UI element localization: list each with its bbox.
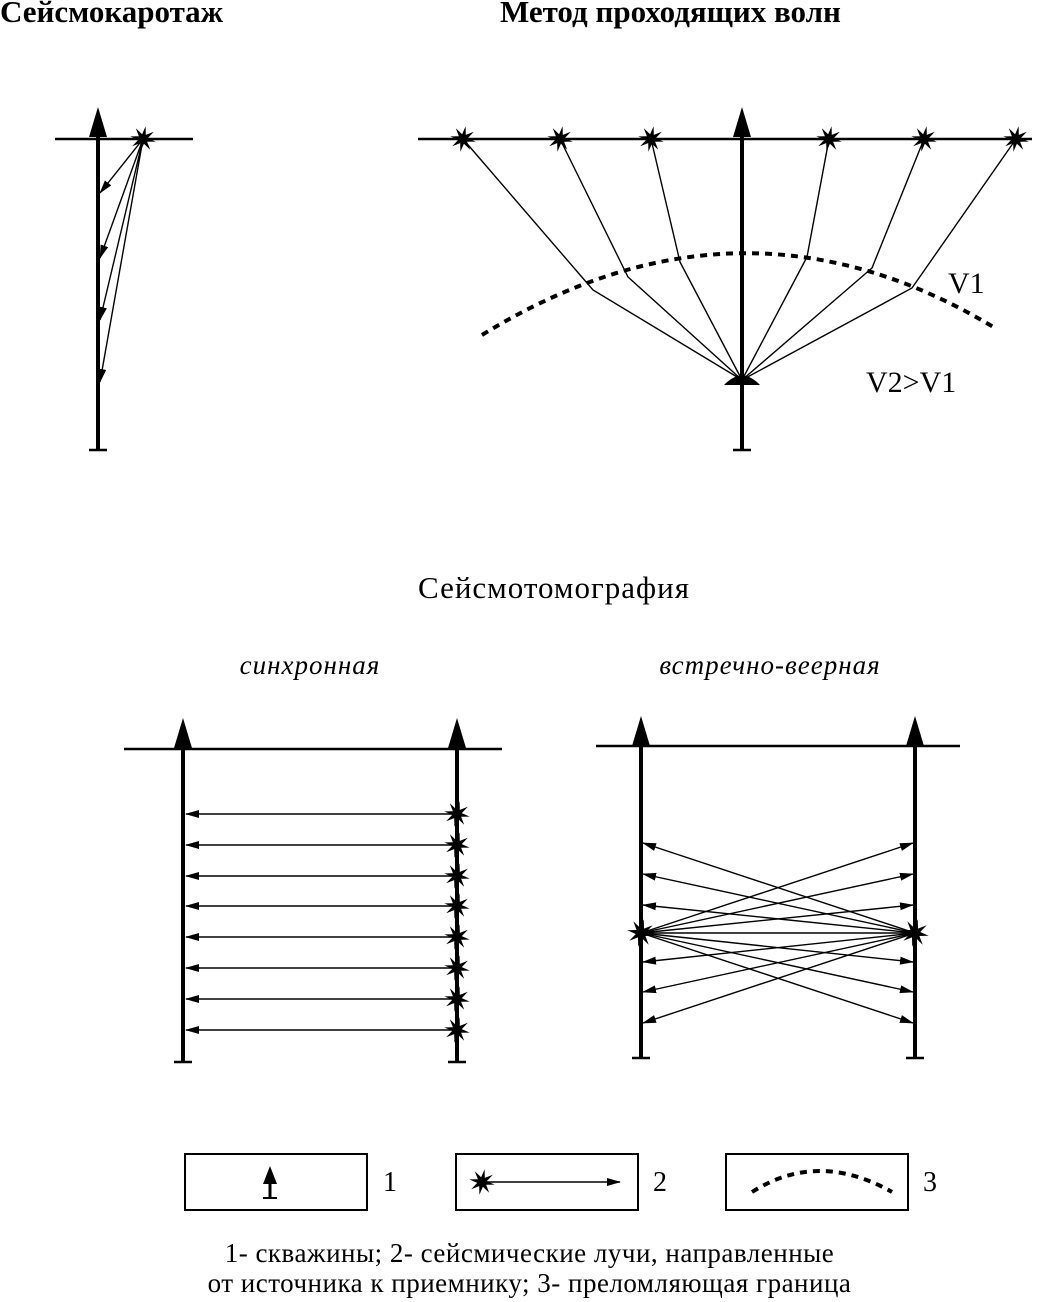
- seismic-ray: [642, 842, 916, 934]
- legend-item-3: 3: [725, 1153, 937, 1211]
- legend-item-1: 1: [184, 1153, 397, 1211]
- source-star-icon: [444, 863, 470, 889]
- panel-transmitted-waves: V1 V2>V1: [418, 107, 1032, 452]
- ray-group: [640, 842, 916, 1024]
- well-top-arrow: [632, 716, 650, 746]
- well-top-arrow: [733, 107, 751, 137]
- source-star-icon: [1003, 126, 1029, 152]
- seismic-ray: [99, 138, 144, 259]
- well: [733, 107, 751, 452]
- seismic-ray: [642, 932, 916, 994]
- legend-item-2: 2: [455, 1153, 667, 1211]
- title-seismic-logging: Сейсмокаротаж: [0, 0, 224, 29]
- legend-number: 2: [653, 1167, 667, 1198]
- source-star-icon: [444, 955, 470, 981]
- legend-box: [184, 1153, 368, 1211]
- seismic-ray: [98, 138, 144, 383]
- source-star-icon: [130, 126, 156, 152]
- wells: [174, 718, 466, 1064]
- source-star-icon: [450, 126, 476, 152]
- title-tomography: Сейсмотомография: [418, 570, 690, 605]
- source-group: [627, 919, 929, 947]
- subtitle-counter-fan: встречно-веерная: [659, 650, 880, 680]
- panel-seismic-logging: [55, 107, 193, 452]
- legend-caption-line-2: от источника к приемнику; 3- преломляюща…: [207, 1268, 852, 1298]
- title-transmitted-waves: Метод проходящих волн: [500, 0, 841, 29]
- source-star-icon: [444, 1017, 470, 1043]
- panel-counter-fan: [596, 716, 960, 1060]
- ray-icon: [469, 1169, 621, 1195]
- seismic-ray: [741, 138, 925, 381]
- source-group: [450, 126, 1029, 152]
- source-star-icon: [444, 832, 470, 858]
- source-star-icon: [627, 919, 655, 947]
- label-v2: V2>V1: [866, 366, 956, 399]
- seismic-ray: [642, 872, 916, 934]
- seismic-ray: [99, 138, 144, 321]
- legend-box: [725, 1153, 909, 1211]
- label-v1: V1: [948, 267, 985, 300]
- source-star-icon: [638, 126, 664, 152]
- well-icon: [263, 1166, 277, 1199]
- seismic-ray: [741, 138, 1017, 381]
- refracting-boundary: [480, 251, 997, 337]
- source-star-icon: [444, 893, 470, 919]
- source-star-icon: [444, 924, 470, 950]
- well: [89, 107, 107, 452]
- seismic-ray: [462, 138, 743, 381]
- well-top-arrow: [174, 718, 192, 748]
- source-group: [444, 801, 470, 1043]
- legend-caption: 1- скважины; 2- сейсмические лучи, напра…: [0, 1238, 1059, 1298]
- receiver-marker: [724, 375, 760, 385]
- source-star-icon: [911, 126, 937, 152]
- source-star-icon: [901, 919, 929, 947]
- ray-group: [462, 138, 1017, 381]
- panel-synchronous: [124, 718, 502, 1064]
- source-star-icon: [444, 986, 470, 1012]
- seismic-ray: [650, 138, 743, 381]
- legend-number: 1: [383, 1167, 397, 1198]
- refracting-boundary-icon: [750, 1169, 893, 1194]
- seismic-ray: [642, 932, 916, 965]
- seismic-ray: [559, 138, 743, 381]
- legend: 1 2 3: [184, 1153, 937, 1211]
- well-top-arrow: [89, 107, 107, 137]
- ray-group: [98, 138, 144, 383]
- subtitle-synchronous: синхронная: [240, 650, 381, 680]
- legend-box: [455, 1153, 639, 1211]
- seismic-ray: [642, 902, 916, 934]
- source-star-icon: [469, 1169, 495, 1195]
- seismic-ray: [642, 932, 916, 1024]
- source-star-icon: [444, 801, 470, 827]
- ray-group: [185, 810, 456, 1034]
- source-star-icon: [816, 126, 842, 152]
- wells: [632, 716, 924, 1060]
- well-top-arrow: [906, 716, 924, 746]
- seismic-ray: [741, 138, 830, 381]
- seismic-ray: [99, 138, 144, 194]
- source-star-icon: [547, 126, 573, 152]
- legend-number: 3: [923, 1167, 937, 1198]
- well-top-arrow: [448, 718, 466, 748]
- legend-caption-line-1: 1- скважины; 2- сейсмические лучи, напра…: [224, 1238, 835, 1268]
- source-group: [130, 126, 156, 152]
